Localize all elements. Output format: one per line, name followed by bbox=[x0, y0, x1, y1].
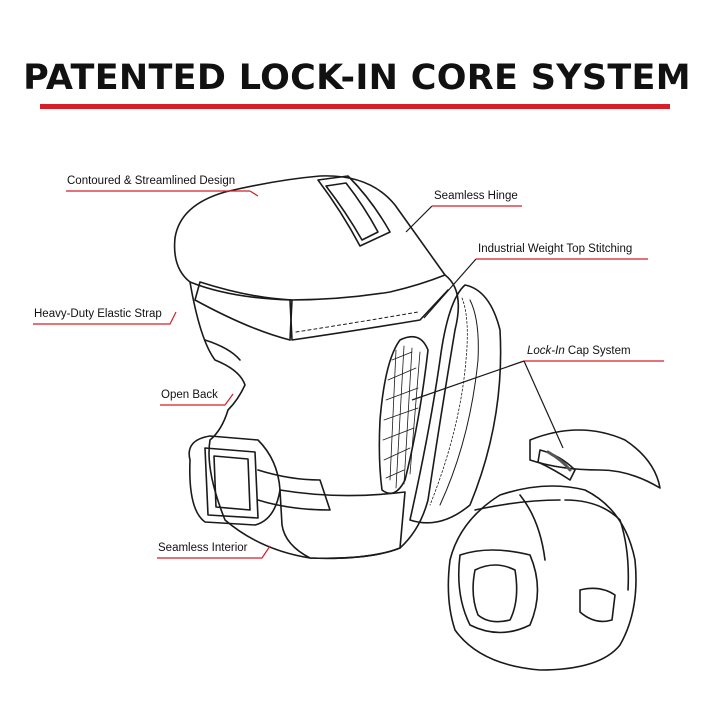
leader-open-back bbox=[160, 393, 234, 406]
lower-strap bbox=[188, 435, 281, 526]
cuff-velcro-tab bbox=[317, 175, 391, 247]
label-seamless-hinge: Seamless Hinge bbox=[434, 190, 518, 202]
label-seamless-interior: Seamless Interior bbox=[158, 542, 248, 554]
label-top-stitching: Industrial Weight Top Stitching bbox=[478, 243, 633, 255]
label-cap-system-text: Cap System bbox=[567, 345, 631, 357]
page-title: PATENTED LOCK-IN CORE SYSTEM bbox=[23, 58, 691, 98]
label-heavy-duty-strap: Heavy-Duty Elastic Strap bbox=[34, 308, 162, 320]
label-open-back: Open Back bbox=[161, 389, 218, 401]
lock-in-cap bbox=[409, 284, 502, 524]
leader-seamless-interior bbox=[157, 545, 271, 559]
leader-heavy-duty bbox=[33, 311, 177, 325]
secondary-pad-body bbox=[447, 485, 637, 671]
cap-detail-shell bbox=[529, 429, 661, 489]
title-underline bbox=[40, 104, 670, 109]
label-lock-in-cap-system: Lock-In Cap System bbox=[527, 344, 631, 358]
strap-buckle bbox=[204, 447, 259, 519]
upper-cuff bbox=[173, 175, 446, 301]
mesh-vent bbox=[378, 335, 429, 495]
bottom-band bbox=[279, 489, 406, 560]
heavy-duty-strap bbox=[194, 281, 293, 341]
stitch-panel bbox=[289, 289, 449, 341]
pad-body bbox=[189, 274, 460, 560]
label-contoured-design: Contoured & Streamlined Design bbox=[67, 175, 236, 187]
label-lock-in-italic: Lock-In bbox=[527, 345, 565, 357]
